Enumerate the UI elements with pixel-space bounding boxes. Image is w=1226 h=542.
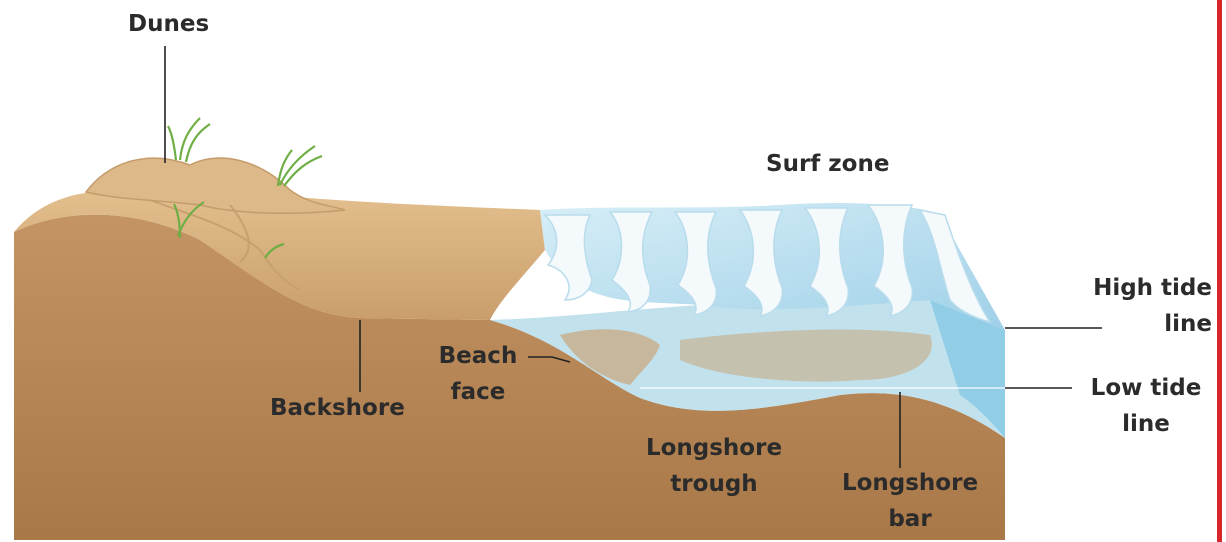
longshore-bar-label: Longshore bar: [832, 465, 988, 537]
high-tide-line-label: High tide line: [1070, 270, 1212, 342]
backshore-label: Backshore: [270, 390, 405, 426]
longshore-trough-label: Longshore trough: [636, 430, 792, 502]
low-tide-line-label: Low tide line: [1078, 370, 1214, 442]
frame-accent-border: [1217, 0, 1222, 542]
surf-zone-label: Surf zone: [766, 146, 889, 182]
beach-face-label: Beach face: [428, 338, 528, 410]
dunes-label: Dunes: [128, 6, 209, 42]
